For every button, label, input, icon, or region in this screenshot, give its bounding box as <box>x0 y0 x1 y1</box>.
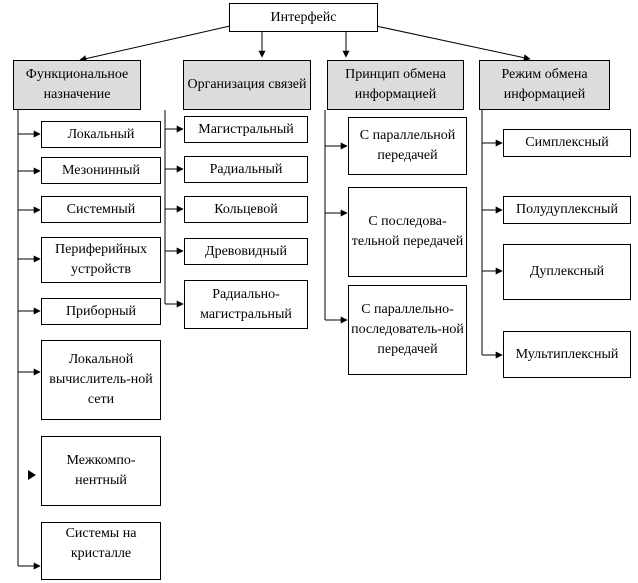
item-mezhkomponentnyi: Межкомпо-нентный <box>41 436 161 506</box>
item-lokalnyi: Локальный <box>41 121 161 148</box>
item-mezoninnyi: Мезонинный <box>41 157 161 184</box>
item-simpleksnyi: Симплексный <box>503 129 631 157</box>
item-posledovatelnaya: С последова-тельной передачей <box>348 187 467 277</box>
item-sistemnyi: Системный <box>41 196 161 223</box>
category-header-functional: Функциональное назначение <box>13 60 141 110</box>
item-lokalnoi-seti: Локальной вычислитель-ной сети <box>41 340 161 420</box>
item-periferiinykh: Периферийных устройств <box>41 237 161 283</box>
category-header-connections: Организация связей <box>183 60 311 110</box>
item-koltsevoi: Кольцевой <box>184 196 308 223</box>
item-poludupleksnyi: Полудуплексный <box>503 196 631 224</box>
item-parallelnaya: С параллельной передачей <box>348 117 467 175</box>
item-drevovidnyi: Древовидный <box>184 238 308 265</box>
item-radialno-magistralnyi: Радиально-магистральный <box>184 280 308 329</box>
item-dupleksnyi: Дуплексный <box>503 244 631 300</box>
category-header-exchange-mode: Режим обмена информацией <box>479 60 610 110</box>
item-parallelno-posledovatelnaya: С параллельно-последователь-ной передаче… <box>348 285 467 375</box>
item-pribornyi: Приборный <box>41 298 161 325</box>
root-node: Интерфейс <box>229 3 378 32</box>
item-radialnyi: Радиальный <box>184 156 308 183</box>
category-header-exchange-principle: Принцип обмена информацией <box>327 60 464 110</box>
pointer-arrow-icon <box>28 470 36 480</box>
item-magistralnyi: Магистральный <box>184 116 308 143</box>
item-multipleksnyi: Мультиплексный <box>503 331 631 378</box>
item-sistemy-na-kristalle: Системы на кристалле <box>41 522 161 580</box>
